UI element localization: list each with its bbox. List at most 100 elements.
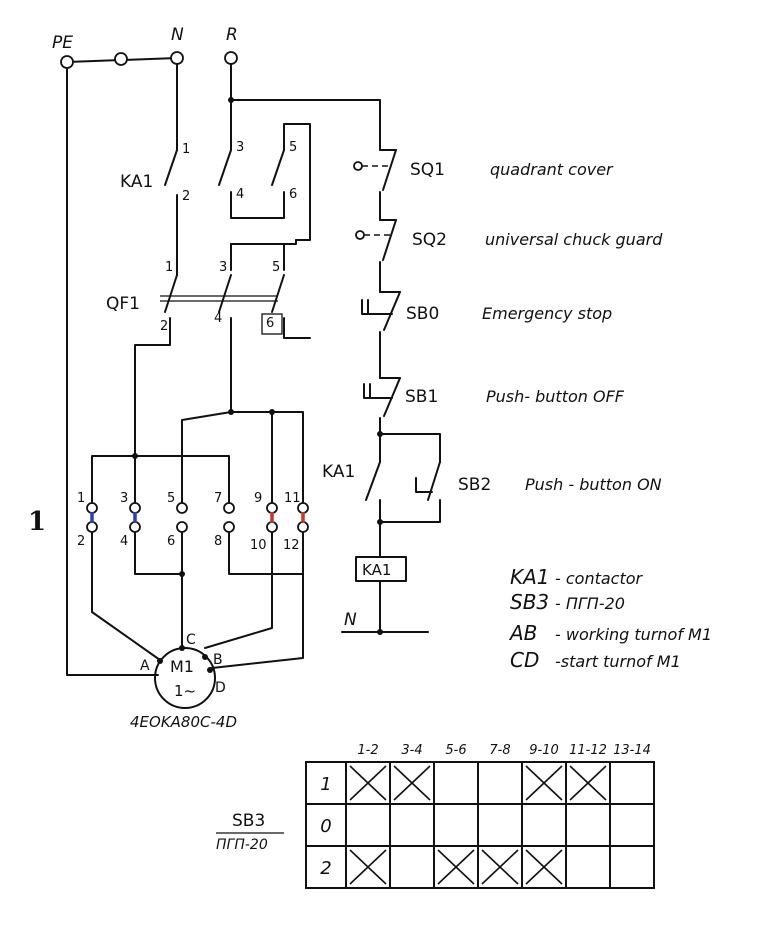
motor-name: M1: [170, 657, 194, 676]
sb3-wiring: 1 3 5 7 9 11 2 4 6 8 10 12: [77, 409, 309, 669]
qf1-c6: 6: [266, 316, 274, 331]
sq1-desc: quadrant cover: [490, 160, 614, 179]
control-circuit: SQ1 quadrant cover SQ2 universal chuck g…: [322, 149, 663, 635]
table-cell-closed-mark: [393, 765, 431, 801]
sb1-desc: Push- button OFF: [486, 387, 625, 406]
cross-stroke-b: [525, 849, 563, 885]
motor-dot-d: [207, 667, 213, 673]
legend-text-1: - contactor: [555, 569, 644, 588]
sb1-id: SB1: [405, 387, 438, 407]
qf1-pole-3: [271, 274, 285, 313]
table-label-top: SB3: [232, 811, 265, 831]
sb2-desc: Push - button ON: [525, 475, 662, 494]
qf1-c3: 3: [219, 260, 227, 275]
legend-text-4: -start turnof M1: [555, 652, 681, 671]
bus-junction: [228, 409, 234, 415]
pe-conductor: [66, 67, 159, 676]
bus-8-12: [228, 529, 304, 575]
neutral-junction: [377, 629, 383, 635]
motor-dot-c: [179, 645, 185, 651]
ka1-bridge-4-6: [230, 191, 285, 219]
table-col-header: 7-8: [489, 743, 510, 758]
t1: [86, 502, 98, 514]
cross-stroke-b: [569, 765, 607, 801]
ka1-c6: 6: [289, 187, 297, 202]
n-terminal: [170, 51, 184, 65]
table-col-header: 3-4: [401, 743, 422, 758]
bus-junction-4: [179, 571, 185, 577]
n-label: N: [171, 25, 184, 45]
t1-label: 1: [77, 491, 85, 506]
motor-a: A: [140, 658, 150, 674]
table-cell-closed-mark: [525, 765, 563, 801]
sq2-id: SQ2: [412, 230, 447, 250]
motor-dot-a: [157, 658, 163, 664]
motor-c: C: [186, 632, 196, 648]
ka1-hold-label: KA1: [322, 462, 355, 482]
motor-phase: 1~: [174, 682, 196, 700]
ka1-power-contacts: KA1 1 2 3 4 5 6: [120, 63, 381, 276]
bus-4-6: [134, 529, 183, 575]
link-terminal: [114, 52, 128, 66]
ka1-name: KA1: [120, 172, 153, 192]
t6: [176, 521, 188, 533]
r-bus: [230, 63, 381, 151]
ka1-c5: 5: [289, 140, 297, 155]
table-cell-closed-mark: [437, 849, 475, 885]
sb2-id: SB2: [458, 475, 491, 495]
sb0-contact: [383, 291, 401, 331]
legend: KA1 - contactor SB3 - ПГП-20 AB - workin…: [508, 565, 712, 672]
qf1-out-3: [283, 317, 311, 339]
table-body: 102: [305, 761, 655, 889]
coil-label: KA1: [362, 561, 391, 579]
qf1-c2: 2: [160, 319, 168, 334]
ka1-contact-3: [218, 149, 232, 186]
sq2-contact: [382, 219, 397, 261]
ka1-contact-5: [271, 149, 285, 186]
qf1-breaker: QF1 1 2 3 4 5 6: [106, 239, 311, 457]
t9-label: 9: [254, 491, 262, 506]
t3-label: 3: [120, 491, 128, 506]
ka1-c1: 1: [182, 142, 190, 157]
t10-label: 10: [250, 538, 267, 553]
legend-key-3: AB: [508, 621, 537, 645]
qf1-out-1: [134, 317, 171, 457]
supply-terminals: PE N R: [52, 25, 238, 69]
t5: [176, 502, 188, 514]
motor-d: D: [215, 680, 226, 696]
table-label-bottom: ПГП-20: [216, 837, 268, 853]
t7: [223, 502, 235, 514]
cross-stroke-b: [481, 849, 519, 885]
cross-stroke-b: [349, 849, 387, 885]
legend-key-4: CD: [510, 648, 539, 672]
motor-model: 4EOKA80C-4D: [130, 713, 237, 731]
motor-dot-b: [202, 654, 208, 660]
table-col-header: 5-6: [445, 743, 466, 758]
sb0-desc: Emergency stop: [482, 304, 612, 323]
bus-2-a: [91, 529, 161, 661]
r-label: R: [226, 25, 238, 45]
bus-10-b: [204, 529, 273, 649]
terminals-bottom: 2 4 6 8 10 12: [77, 521, 309, 553]
sq2-actuator: [355, 230, 365, 240]
legend-key-2: SB3: [510, 590, 549, 614]
ka1-lead-5: [283, 123, 311, 241]
table-col-header: 9-10: [529, 743, 559, 758]
sq2-desc: universal chuck guard: [485, 230, 663, 249]
table-cell-closed-mark: [481, 849, 519, 885]
legend-key-1: KA1: [510, 565, 550, 589]
t10: [266, 521, 278, 533]
sb2-contact: [427, 461, 441, 501]
table-cell-closed-mark: [525, 849, 563, 885]
table-row-label: 1: [320, 774, 331, 795]
sb0-id: SB0: [406, 304, 439, 324]
table-row-label: 0: [320, 816, 331, 837]
qf1-c1: 1: [165, 260, 173, 275]
sb2-return: [379, 499, 441, 523]
legend-text-2: - ПГП-20: [555, 594, 625, 613]
bus-junction-2: [269, 409, 275, 415]
t4: [129, 521, 141, 533]
table-col-header: 13-14: [613, 743, 651, 758]
